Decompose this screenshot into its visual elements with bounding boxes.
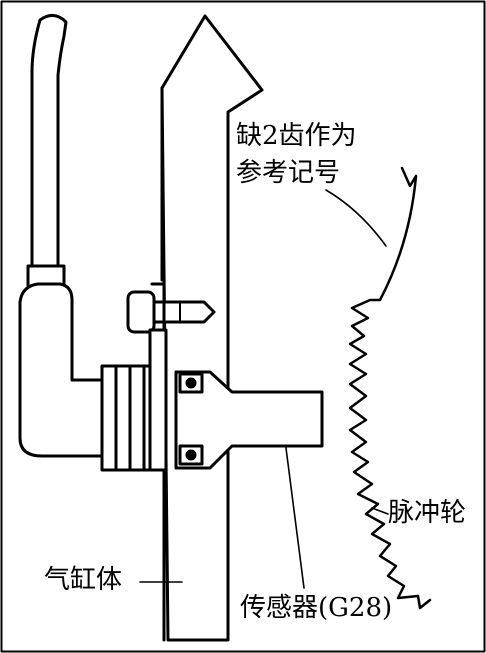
bolt-shank (152, 300, 216, 324)
label-reference-mark-line1: 缺2齿作为 (236, 121, 357, 151)
screw-dot-top (185, 377, 197, 389)
bolt-head (126, 290, 156, 334)
sensor-head (174, 370, 324, 470)
cylinder-block-wall (160, 14, 264, 642)
label-cylinder-block: 气缸体 (44, 565, 123, 595)
screw-dot-bottom (185, 449, 197, 461)
leader-sensor (285, 447, 305, 589)
connector-body (18, 282, 106, 458)
sensor-cable (30, 14, 68, 270)
label-sensor: 传感器(G28) (240, 593, 393, 623)
label-pulse-wheel: 脉冲轮 (388, 498, 467, 528)
sensor-mount-plate (148, 328, 168, 472)
pulse-wheel-teeth (348, 166, 432, 610)
label-reference-mark-line2: 参考记号 (236, 158, 341, 188)
sensor-flange (150, 282, 166, 642)
leader-pulse-wheel (371, 507, 389, 515)
leader-reference-mark (325, 189, 387, 247)
